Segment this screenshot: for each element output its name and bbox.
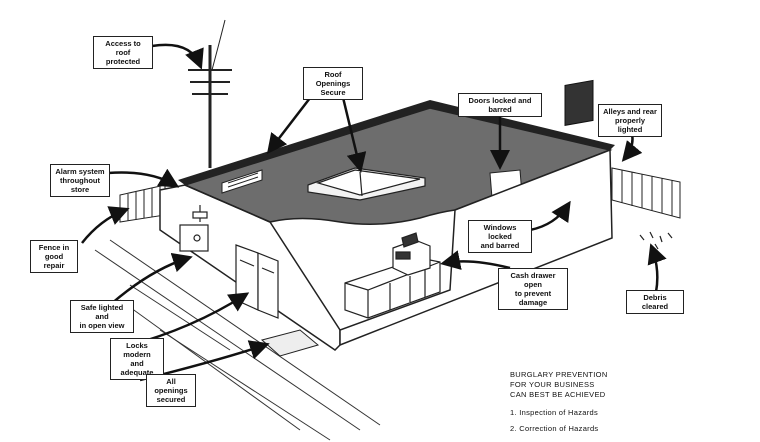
- callout-fence: Fence in good repair: [30, 240, 78, 273]
- caption-line-3: CAN BEST BE ACHIEVED: [510, 390, 630, 400]
- barred-window: [565, 80, 593, 125]
- floor-grate: [262, 330, 318, 356]
- debris-marks: [640, 232, 672, 249]
- utility-pole: [188, 20, 232, 168]
- caption-block: BURGLARY PREVENTION FOR YOUR BUSINESS CA…: [510, 370, 630, 434]
- callout-windows: Windows locked and barred: [468, 220, 532, 253]
- left-fence: [120, 185, 165, 222]
- caption-item-2: 2. Correction of Hazards: [510, 424, 630, 434]
- callout-doors: Doors locked and barred: [458, 93, 542, 117]
- callout-openings: All openings secured: [146, 374, 196, 407]
- callout-roof-access: Access to roof protected: [93, 36, 153, 69]
- callout-alleys: Alleys and rear properly lighted: [598, 104, 662, 137]
- callout-safe: Safe lighted and in open view: [70, 300, 134, 333]
- caption-line-2: FOR YOUR BUSINESS: [510, 380, 630, 390]
- right-fence: [612, 168, 680, 218]
- caption-line-1: BURGLARY PREVENTION: [510, 370, 630, 380]
- callout-alarm: Alarm system throughout store: [50, 164, 110, 197]
- callout-cash-drawer: Cash drawer open to prevent damage: [498, 268, 568, 310]
- caption-item-1: 1. Inspection of Hazards: [510, 408, 630, 418]
- cash-register: [393, 233, 430, 275]
- callout-debris: Debris cleared: [626, 290, 684, 314]
- callout-roof-openings: Roof Openings Secure: [303, 67, 363, 100]
